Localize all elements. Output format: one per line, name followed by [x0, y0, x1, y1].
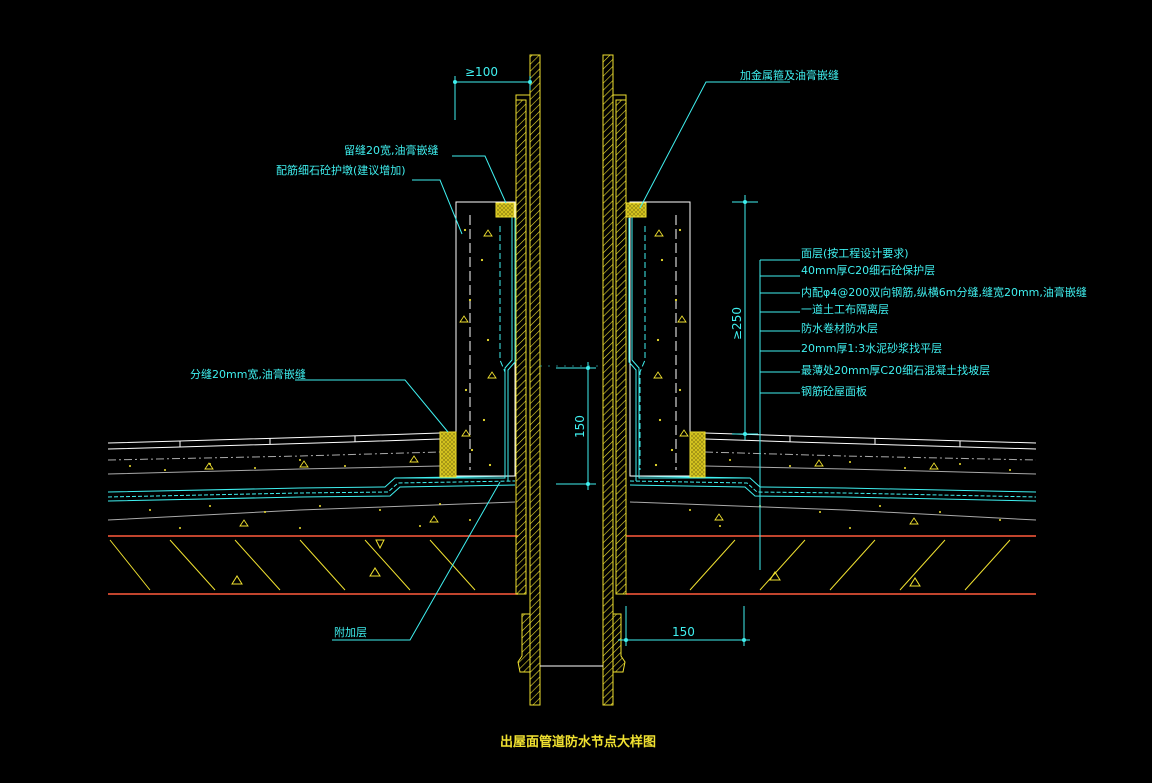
annotation-seal-gap: 留缝20宽,油膏嵌缝 [344, 143, 439, 157]
dim-top-min [453, 76, 532, 120]
sealant-top-right [625, 202, 647, 218]
dim-height-min [732, 195, 758, 440]
dim-bottom-offset [618, 606, 750, 646]
layer-label: 40mm厚C20细石砼保护层 [801, 263, 935, 277]
layer-label: 防水卷材防水层 [801, 321, 878, 335]
layer-label: 最薄处20mm厚C20细石混凝土找坡层 [801, 363, 990, 377]
layer-label: 20mm厚1:3水泥砂浆找平层 [801, 341, 942, 355]
sealant-top-left [495, 202, 515, 218]
sealant-joint-left [439, 431, 457, 478]
dim-height-min-label: ≥250 [730, 307, 744, 340]
annotation-split-gap: 分缝20mm宽,油膏嵌缝 [190, 367, 306, 381]
drawing-title: 出屋面管道防水节点大样图 [500, 734, 656, 750]
roof-layers-right [629, 432, 1037, 529]
annotation-top-seal: 加金属箍及油膏嵌缝 [740, 68, 839, 82]
annotation-guard-pier: 配筋细石砼护墩(建议增加) [276, 163, 406, 177]
layer-label: 钢筋砼屋面板 [801, 384, 867, 398]
dim-inner-height-label: 150 [573, 415, 587, 438]
roof-slab [108, 535, 1036, 595]
pipe [515, 54, 627, 706]
guard-pier-left [455, 201, 516, 477]
dim-inner-height [556, 362, 596, 490]
roof-layers-left [107, 432, 516, 529]
membrane-upturn [395, 215, 750, 481]
layer-label: 一道土工布隔离层 [801, 302, 889, 316]
dim-bottom-offset-label: 150 [672, 625, 695, 639]
sealant-joint-right [689, 431, 706, 478]
leader-lines [295, 81, 800, 641]
layer-label: 面层(按工程设计要求) [801, 246, 909, 260]
layer-label: 内配φ4@200双向钢筋,纵横6m分缝,缝宽20mm,油膏嵌缝 [801, 285, 1087, 299]
annotation-extra-layer: 附加层 [334, 625, 367, 639]
dim-top-min-label: ≥100 [465, 65, 498, 79]
